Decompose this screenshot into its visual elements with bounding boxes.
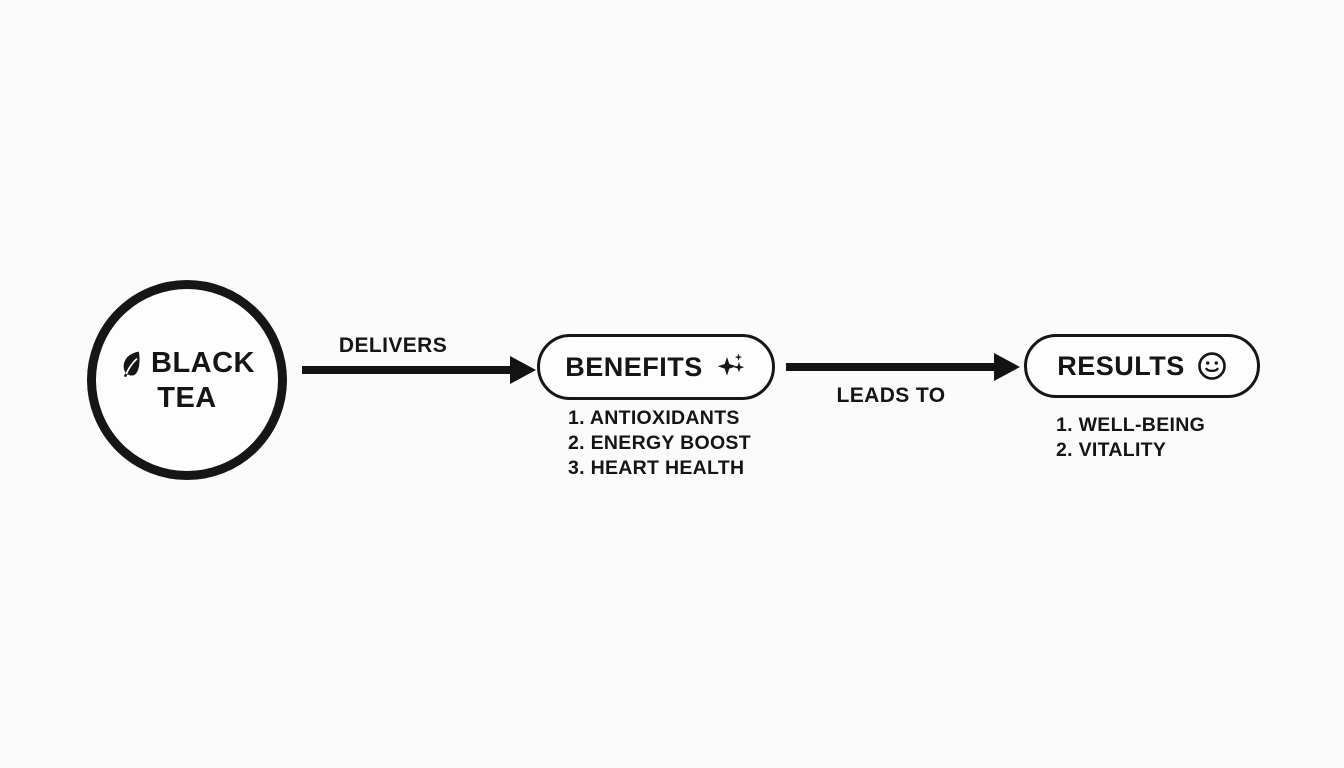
benefit-item: 3. HEART HEALTH <box>568 457 745 479</box>
arrow-shaft <box>302 366 512 374</box>
benefits-list: 1. ANTIOXIDANTS 2. ENERGY BOOST 3. HEART… <box>568 406 751 481</box>
arrowhead-icon <box>994 353 1020 381</box>
sparkles-icon <box>715 351 747 383</box>
arrowhead-icon <box>510 356 536 384</box>
black-tea-label-line2: TEA <box>157 382 217 414</box>
result-item: 2. VITALITY <box>1056 439 1167 461</box>
delivers-arrow <box>302 356 536 384</box>
leads-to-label: LEADS TO <box>836 384 946 407</box>
arrow-shaft <box>786 363 996 371</box>
result-item: 1. WELL-BEING <box>1056 414 1206 436</box>
benefit-item: 1. ANTIOXIDANTS <box>568 407 740 429</box>
black-tea-node: BLACK TEA <box>87 280 287 480</box>
leaf-icon <box>119 349 147 381</box>
smiley-icon <box>1197 351 1227 381</box>
benefits-title: BENEFITS <box>565 351 703 382</box>
delivers-label: DELIVERS <box>338 334 448 357</box>
leads-to-arrow <box>786 353 1020 381</box>
benefits-pill: BENEFITS <box>537 334 775 400</box>
results-pill: RESULTS <box>1024 334 1260 398</box>
black-tea-label-line1: BLACK <box>151 347 255 379</box>
results-list: 1. WELL-BEING 2. VITALITY <box>1056 413 1205 463</box>
results-title: RESULTS <box>1057 350 1185 381</box>
benefit-item: 2. ENERGY BOOST <box>568 432 751 454</box>
